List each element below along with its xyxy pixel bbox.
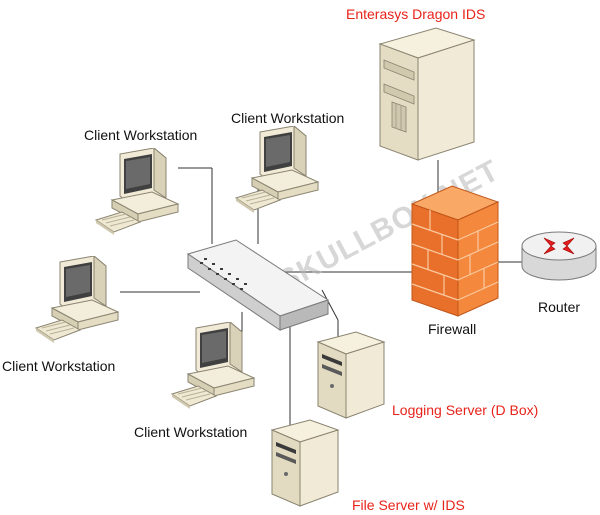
client-workstation-bottom[interactable] [171, 322, 255, 410]
tower-server-icon [378, 27, 476, 161]
network-switch[interactable] [186, 239, 330, 331]
router-icon [521, 231, 597, 281]
client-workstation-mid-left[interactable] [35, 256, 119, 344]
router-label: Router [538, 299, 580, 315]
client-workstation-mid-left-label: Client Workstation [2, 358, 115, 374]
file-server-label: File Server w/ IDS [352, 497, 465, 513]
firewall-icon [410, 185, 500, 317]
client-workstation-bottom-label: Client Workstation [134, 424, 247, 440]
ids-tower-server[interactable] [378, 27, 476, 161]
server-icon [317, 331, 385, 419]
client-workstation-top-center-label: Client Workstation [231, 110, 344, 126]
firewall-label: Firewall [428, 321, 476, 337]
client-workstation-top-center[interactable] [235, 126, 319, 214]
network-switch-icon [186, 239, 330, 331]
workstation-icon [35, 256, 119, 344]
workstation-icon [171, 322, 255, 410]
client-workstation-top-left[interactable] [95, 148, 179, 236]
firewall-node[interactable] [410, 185, 500, 317]
workstation-icon [235, 126, 319, 214]
client-workstation-top-left-label: Client Workstation [84, 127, 197, 143]
router-node[interactable] [521, 231, 597, 281]
ids-server-label: Enterasys Dragon IDS [346, 6, 485, 22]
logging-server[interactable] [317, 331, 385, 419]
server-icon [271, 419, 339, 507]
logging-server-label: Logging Server (D Box) [392, 402, 538, 418]
workstation-icon [95, 148, 179, 236]
file-server[interactable] [271, 419, 339, 507]
